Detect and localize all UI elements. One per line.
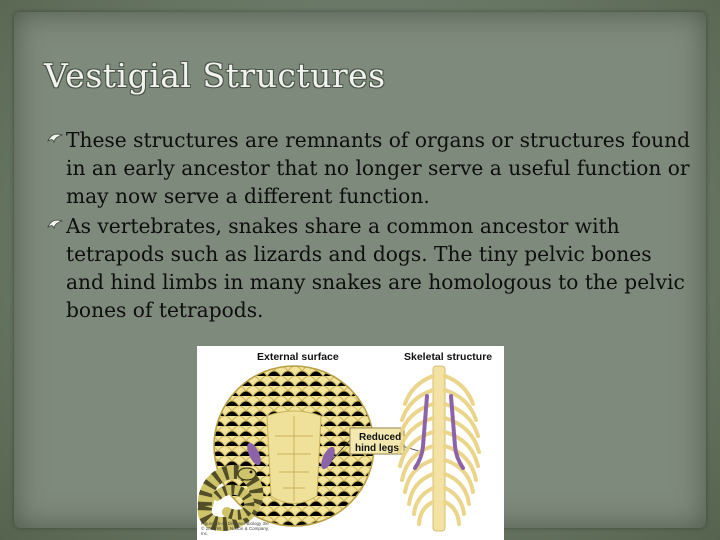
reduced-hind-legs-callout <box>331 427 423 461</box>
snake-vestigial-legs-figure: External surface Skeletal structure <box>197 346 504 540</box>
bullet-list: These structures are remnants of organs … <box>44 126 694 326</box>
left-hind-leg-spur <box>247 442 261 466</box>
bird-bullet-icon <box>47 219 64 230</box>
external-surface-label: External surface <box>257 351 339 363</box>
bullet-text: These structures are remnants of organs … <box>66 128 691 208</box>
slide-title: Vestigial Structures <box>44 56 386 95</box>
right-vestigial-pelvis <box>449 394 465 470</box>
bird-bullet-icon <box>47 133 64 144</box>
figure-credit: Figure 15-4b Discover Biology 3/e © 2006… <box>201 521 270 536</box>
scale-closeup <box>213 365 375 527</box>
bullet-item: As vertebrates, snakes share a common an… <box>44 212 694 324</box>
snake-illustration <box>197 464 264 532</box>
right-hind-leg-spur <box>321 446 335 470</box>
figure-illustration <box>197 365 481 532</box>
left-vestigial-pelvis <box>413 394 429 470</box>
bullet-item: These structures are remnants of organs … <box>44 126 694 210</box>
snake-skeleton <box>397 365 481 532</box>
callout-label-reduced: Reduced <box>359 432 402 443</box>
skeletal-structure-label: Skeletal structure <box>404 351 493 363</box>
bullet-text: As vertebrates, snakes share a common an… <box>66 214 685 322</box>
callout-label-hind-legs: hind legs <box>355 443 399 454</box>
